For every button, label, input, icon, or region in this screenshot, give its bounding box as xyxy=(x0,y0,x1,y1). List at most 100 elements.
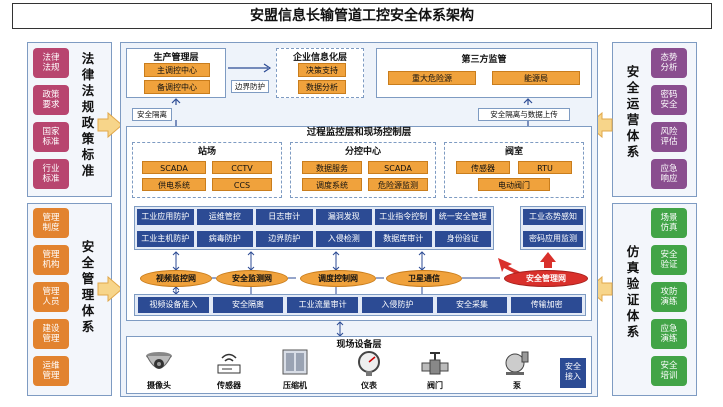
device-label-4: 阀门 xyxy=(427,381,443,390)
rb-title-char: 系 xyxy=(626,324,640,339)
isolation-label-left: 安全隔离 xyxy=(132,108,172,121)
valve-electric: 电动阀门 xyxy=(478,178,550,191)
access-item-3: 入侵防护 xyxy=(362,297,433,313)
network-satellite: 卫星通信 xyxy=(386,270,462,287)
right-top-items: 态势 分析密码 安全风险 评估应急 响应 xyxy=(651,48,687,193)
network-security-monitor: 安全监测网 xyxy=(216,270,288,287)
rb-title-char: 真 xyxy=(626,260,640,275)
station-title: 站场 xyxy=(197,147,216,157)
dispatch-hazard-monitor: 危险源监测 xyxy=(368,178,428,191)
valve-sensor: 传感器 xyxy=(456,161,510,174)
isolation-upload-label: 安全隔离与数据上传 xyxy=(478,108,570,121)
left-bottom-item-1: 管理 机构 xyxy=(33,245,69,275)
field-secure-access: 安全 接入 xyxy=(560,358,586,388)
third-party-title: 第三方监管 xyxy=(461,55,507,65)
rt-title-char: 全 xyxy=(626,80,640,95)
left-bottom-item-2: 管理 人员 xyxy=(33,282,69,312)
station-power: 供电系统 xyxy=(142,178,206,191)
right-bottom-item-2: 攻防 演练 xyxy=(651,282,687,312)
station-ccs: CCS xyxy=(212,178,272,191)
left-bottom-item-4: 运维 管理 xyxy=(33,356,69,386)
security-row-2: 工业主机防护病毒防护边界防护入侵检测数据库审计身份验证 xyxy=(137,231,491,247)
lt-title-char: 政 xyxy=(81,115,95,130)
right-top-item-2: 风险 评估 xyxy=(651,122,687,152)
rb-title-char: 仿 xyxy=(626,244,640,259)
left-top-item-0: 法律 法规 xyxy=(33,48,69,78)
security-grid xyxy=(134,206,494,250)
dispatch-title: 分控中心 xyxy=(344,147,381,157)
camera-icon xyxy=(142,348,176,376)
right-top-item-0: 态势 分析 xyxy=(651,48,687,78)
rt-title-char: 体 xyxy=(626,128,640,143)
right-bottom-title: 仿真验证体系 xyxy=(622,245,644,341)
security-row1-item-3: 漏洞发现 xyxy=(315,209,372,225)
page-title: 安盟信息长输管道工控安全体系架构 xyxy=(12,3,712,29)
security-row1-item-5: 统一安全管理 xyxy=(434,209,491,225)
network-dispatch-control: 调度控制网 xyxy=(300,270,376,287)
left-bottom-item-0: 管理 制度 xyxy=(33,208,69,238)
access-row-items: 视频设备准入安全隔离工业流量审计入侵防护安全采集传输加密 xyxy=(138,297,583,313)
right-bottom-item-3: 应急 演练 xyxy=(651,319,687,349)
security-crypto-monitor: 密码应用监测 xyxy=(523,231,583,247)
lb-title-char: 全 xyxy=(81,255,95,270)
left-top-items: 法律 法规政策 要求国家 标准行业 标准 xyxy=(33,48,69,193)
rb-title-char: 验 xyxy=(626,276,640,291)
dispatch-scada: SCADA xyxy=(368,161,428,174)
lb-title-char: 理 xyxy=(81,287,95,302)
lt-title-char: 规 xyxy=(81,99,95,114)
enterprise-item-analysis: 数据分析 xyxy=(298,80,346,94)
lb-title-char: 管 xyxy=(81,271,95,286)
third-party-item-energy: 能源局 xyxy=(492,71,580,85)
security-row1-item-4: 工业指令控制 xyxy=(375,209,432,225)
network-video: 视频监控网 xyxy=(140,270,212,287)
device-label-5: 泵 xyxy=(513,381,521,390)
right-top-title: 安全运营体系 xyxy=(622,65,644,161)
production-item-backup: 备调控中心 xyxy=(144,80,210,94)
meter-icon xyxy=(352,348,386,376)
lb-title-char: 系 xyxy=(81,319,95,334)
station-cctv: CCTV xyxy=(212,161,272,174)
lb-title-char: 体 xyxy=(81,303,95,318)
lt-title-char: 法 xyxy=(81,51,95,66)
production-item-main: 主调控中心 xyxy=(144,63,210,77)
boundary-protection-label: 边界防护 xyxy=(231,80,269,93)
production-title: 生产管理层 xyxy=(153,53,199,63)
valve-icon xyxy=(418,348,452,376)
security-row2-item-1: 病毒防护 xyxy=(196,231,253,247)
device-label-0: 摄像头 xyxy=(147,381,171,390)
lt-title-char: 策 xyxy=(81,131,95,146)
right-top-item-3: 应急 响应 xyxy=(651,159,687,189)
rt-title-char: 营 xyxy=(626,112,640,127)
enterprise-title: 企业信息化层 xyxy=(292,53,347,63)
enterprise-item-decision: 决策支持 xyxy=(298,63,346,77)
security-row2-item-5: 身份验证 xyxy=(434,231,491,247)
valve-title: 阀室 xyxy=(504,147,523,157)
lt-title-char: 法 xyxy=(81,83,95,98)
security-row2-item-3: 入侵检测 xyxy=(315,231,372,247)
sensor-icon xyxy=(212,348,246,376)
compressor-icon xyxy=(278,346,312,376)
access-item-0: 视频设备准入 xyxy=(138,297,209,313)
dispatch-system: 调度系统 xyxy=(302,178,362,191)
right-bottom-item-0: 场景 仿真 xyxy=(651,208,687,238)
left-bottom-title: 安全管理体系 xyxy=(77,240,99,336)
device-label-2: 压缩机 xyxy=(283,381,307,390)
process-layer-title: 过程监控层和现场控制层 xyxy=(306,127,412,138)
right-top-item-1: 密码 安全 xyxy=(651,85,687,115)
left-bottom-items: 管理 制度管理 机构管理 人员建设 管理运维 管理 xyxy=(33,208,69,393)
lt-title-char: 标 xyxy=(81,147,95,162)
access-item-1: 安全隔离 xyxy=(212,297,284,313)
left-top-item-1: 政策 要求 xyxy=(33,85,69,115)
rt-title-char: 安 xyxy=(626,64,640,79)
device-labels: 摄像头传感器压缩机仪表阀门泵 xyxy=(126,380,546,392)
left-top-title: 法律法规政策标准 xyxy=(77,52,99,180)
rb-title-char: 体 xyxy=(626,308,640,323)
left-bottom-item-3: 建设 管理 xyxy=(33,319,69,349)
right-bottom-item-1: 安全 验证 xyxy=(651,245,687,275)
rt-title-char: 运 xyxy=(626,96,640,111)
lt-title-char: 准 xyxy=(81,163,95,178)
lb-title-char: 安 xyxy=(81,239,95,254)
dispatch-data-service: 数据服务 xyxy=(302,161,362,174)
security-row2-item-4: 数据库审计 xyxy=(375,231,432,247)
access-item-4: 安全采集 xyxy=(436,297,508,313)
